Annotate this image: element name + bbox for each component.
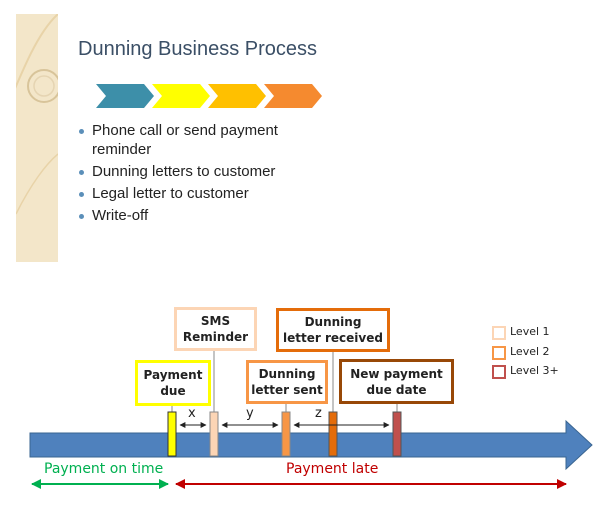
dunning-letter-received-box: Dunning letter received bbox=[276, 308, 390, 352]
legend-swatch bbox=[492, 326, 506, 340]
slide-title: Dunning Business Process bbox=[78, 38, 318, 60]
chevron-1 bbox=[96, 84, 154, 108]
slide-decoration bbox=[16, 14, 58, 262]
dunning-letter-sent-box: Dunning letter sent bbox=[246, 360, 328, 404]
marker-new-due-date bbox=[392, 411, 402, 457]
bullet-list: Phone call or send payment reminder Dunn… bbox=[78, 121, 322, 228]
bullet-dot-icon bbox=[79, 214, 84, 219]
slide-decoration-curves bbox=[16, 14, 58, 215]
interval-x-label: x bbox=[188, 406, 196, 421]
sms-reminder-line1: SMS bbox=[200, 314, 231, 328]
payment-late-label: Payment late bbox=[286, 461, 379, 477]
bullet-dot-icon bbox=[79, 170, 84, 175]
chevron-4 bbox=[264, 84, 322, 108]
dunning-received-line1: Dunning bbox=[304, 315, 362, 329]
chevron-2 bbox=[152, 84, 210, 108]
process-chevrons bbox=[96, 84, 322, 108]
marker-dunning-sent bbox=[281, 411, 291, 457]
bullet-item: Phone call or send payment reminder bbox=[78, 121, 322, 159]
dunning-received-line2: letter received bbox=[283, 331, 383, 345]
sms-reminder-line2: Reminder bbox=[182, 330, 249, 344]
bullet-item: Write-off bbox=[78, 206, 322, 225]
bullet-dot-icon bbox=[79, 192, 84, 197]
interval-y-label: y bbox=[246, 406, 254, 421]
sms-reminder-box: SMS Reminder bbox=[174, 307, 257, 351]
bullet-dot-icon bbox=[79, 129, 84, 134]
new-due-date-line1: New payment bbox=[350, 366, 443, 381]
new-due-date-line2: due date bbox=[366, 382, 427, 397]
payment-due-line2: due bbox=[160, 384, 186, 398]
bullet-item: Dunning letters to customer bbox=[78, 162, 322, 181]
legend-swatch bbox=[492, 346, 506, 360]
chevron-3 bbox=[208, 84, 266, 108]
dunning-sent-line1: Dunning bbox=[258, 367, 316, 381]
marker-dunning-received bbox=[328, 411, 338, 457]
payment-due-line1: Payment bbox=[143, 368, 203, 382]
interval-z-label: z bbox=[315, 406, 322, 421]
dunning-sent-line2: letter sent bbox=[251, 383, 323, 397]
marker-payment-due bbox=[167, 411, 177, 457]
marker-sms-reminder bbox=[209, 411, 219, 457]
bullet-item: Legal letter to customer bbox=[78, 184, 322, 203]
payment-due-box: Payment due bbox=[135, 360, 211, 406]
legend-swatch bbox=[492, 365, 506, 379]
slide-thumbnail: Dunning Business Process Phone call or s… bbox=[16, 14, 416, 262]
payment-on-time-label: Payment on time bbox=[44, 461, 164, 477]
